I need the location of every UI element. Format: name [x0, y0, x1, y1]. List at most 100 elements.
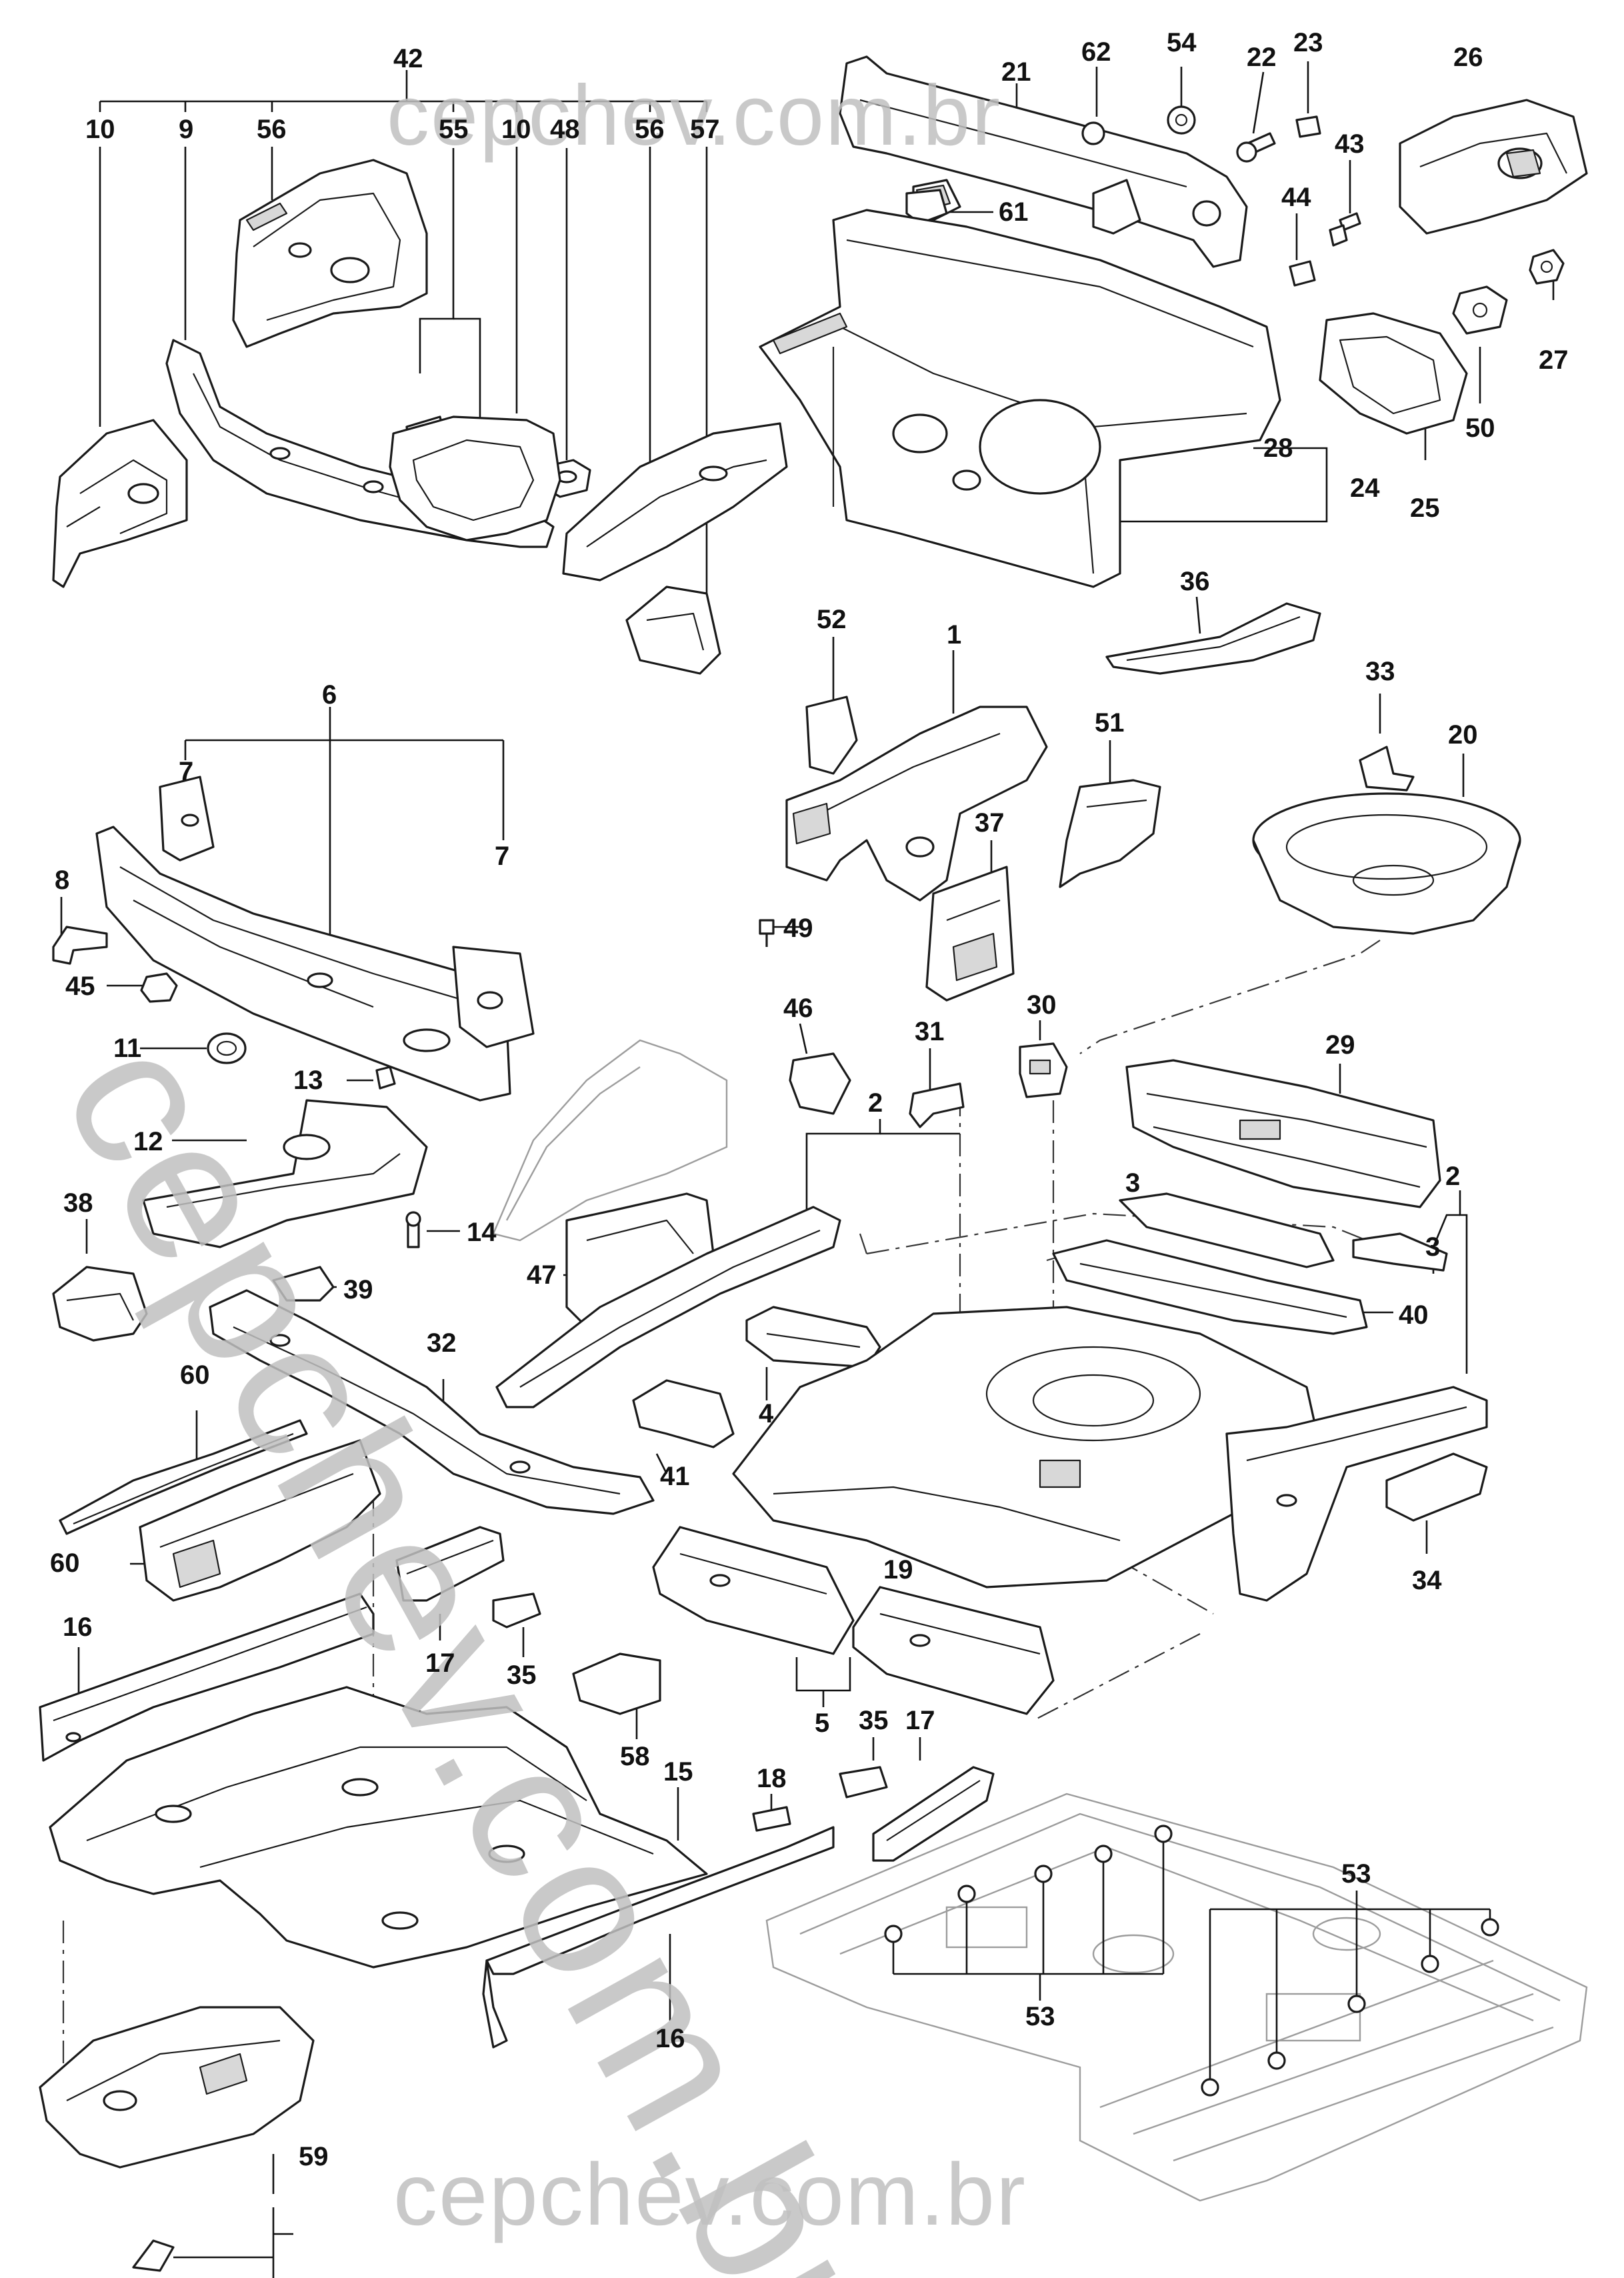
callout-18: 18 — [757, 1764, 787, 1793]
callout-50: 50 — [1465, 413, 1495, 443]
part-bolt-14 — [405, 1211, 421, 1248]
callout-17: 17 — [425, 1648, 455, 1678]
part-bracket-58 — [572, 1652, 661, 1715]
part-rear-side-rail — [785, 706, 1048, 902]
callout-62: 62 — [1081, 37, 1111, 67]
part-crossmember-5a — [652, 1526, 855, 1655]
callout-48: 48 — [550, 115, 580, 144]
callout-37: 37 — [975, 808, 1005, 838]
part-rocker-right-16 — [482, 1826, 835, 2049]
callout-36: 36 — [1180, 567, 1210, 596]
part-nut-27 — [1529, 249, 1565, 285]
callout-44: 44 — [1281, 183, 1311, 212]
leader-lines — [60, 61, 1555, 2278]
part-bracket-31 — [909, 1082, 965, 1128]
part-floor-rail-32 — [209, 1289, 655, 1515]
callout-3: 3 — [1425, 1232, 1441, 1262]
callout-40: 40 — [1399, 1300, 1429, 1330]
callout-29: 29 — [1325, 1030, 1355, 1060]
callout-58: 58 — [620, 1742, 650, 1771]
part-bracket-35b — [839, 1766, 888, 1799]
part-rear-end-panel — [1125, 1059, 1441, 1208]
callout-56: 56 — [257, 115, 287, 144]
part-rail-60-lower — [139, 1439, 381, 1602]
part-bracket-46 — [789, 1052, 851, 1115]
callout-56: 56 — [635, 115, 665, 144]
part-heat-shield-59 — [39, 2006, 315, 2272]
callout-42: 42 — [393, 44, 423, 73]
callout-52: 52 — [817, 605, 847, 634]
part-bracket-30 — [1019, 1042, 1068, 1098]
callout-35: 35 — [859, 1706, 889, 1735]
callout-25: 25 — [1410, 493, 1440, 523]
callout-53: 53 — [1025, 2002, 1055, 2031]
part-front-bumper-reinforcement — [95, 826, 511, 1102]
callout-55: 55 — [439, 115, 469, 144]
ghost-floor-outline — [765, 1793, 1588, 2202]
callout-5: 5 — [815, 1708, 830, 1738]
part-front-side-apron — [562, 422, 788, 675]
part-rear-rail-right-2 — [1225, 1386, 1488, 1602]
callout-7: 7 — [179, 757, 194, 786]
callout-31: 31 — [915, 1017, 945, 1046]
callout-17: 17 — [905, 1706, 935, 1735]
part-crossmember-5b — [852, 1586, 1055, 1715]
part-crossmember-3a — [1119, 1192, 1335, 1268]
part-mount-25 — [1319, 285, 1508, 435]
part-plug-11 — [207, 1032, 247, 1064]
part-bracket-4 — [745, 1306, 881, 1368]
callout-27: 27 — [1539, 345, 1569, 375]
part-reinforcement-17b — [872, 1766, 995, 1862]
part-bracket-39 — [272, 1266, 335, 1302]
part-bracket-7-lower — [452, 946, 535, 1048]
part-bracket-18 — [752, 1806, 791, 1832]
part-spare-wheel-tub — [1252, 792, 1521, 935]
callout-7: 7 — [495, 842, 510, 871]
part-bracket-26 — [1399, 99, 1588, 235]
part-bracket-7-upper — [159, 776, 215, 862]
ghost-rear-wheelhouse — [492, 1039, 728, 1242]
callout-20: 20 — [1448, 720, 1478, 750]
callout-3: 3 — [1125, 1168, 1141, 1198]
callout-14: 14 — [467, 1218, 497, 1247]
part-panel-51 — [1059, 779, 1161, 888]
callout-47: 47 — [527, 1260, 557, 1290]
callout-22: 22 — [1247, 43, 1277, 72]
part-rear-rail-left-2 — [495, 1206, 841, 1408]
callout-33: 33 — [1365, 657, 1395, 686]
callout-61: 61 — [999, 197, 1029, 227]
callout-51: 51 — [1095, 708, 1125, 738]
part-front-floor-pan — [49, 1686, 708, 1969]
callout-8: 8 — [55, 866, 70, 895]
part-reinforcement-17a — [395, 1526, 505, 1602]
part-radiator-support-panel — [389, 415, 561, 541]
callout-2: 2 — [1445, 1162, 1461, 1191]
part-bracket-33 — [1359, 746, 1415, 792]
callout-60: 60 — [180, 1360, 210, 1390]
part-clip-61 — [905, 189, 948, 225]
part-bracket-41 — [632, 1379, 735, 1448]
part-bracket-37 — [925, 866, 1015, 1002]
callout-28: 28 — [1263, 433, 1293, 463]
part-bolts-53 — [884, 1825, 1499, 2097]
callout-54: 54 — [1167, 28, 1197, 57]
part-strut-tower-panel — [232, 159, 428, 348]
callout-19: 19 — [883, 1555, 913, 1584]
callout-59: 59 — [299, 2142, 329, 2171]
part-rocker-left-16 — [39, 1592, 375, 1762]
callout-2: 2 — [868, 1088, 883, 1118]
part-fasteners-top — [1081, 105, 1361, 287]
part-rear-floor-pan — [732, 1306, 1321, 1588]
callout-23: 23 — [1293, 28, 1323, 57]
callout-1: 1 — [947, 620, 962, 650]
part-bracket-52 — [805, 696, 858, 775]
callout-46: 46 — [783, 994, 813, 1023]
callout-16: 16 — [63, 1612, 93, 1642]
callout-34: 34 — [1412, 1566, 1442, 1595]
callout-60: 60 — [50, 1548, 80, 1578]
callout-57: 57 — [690, 115, 720, 144]
part-under-shield-12 — [142, 1099, 428, 1248]
callout-39: 39 — [343, 1275, 373, 1304]
